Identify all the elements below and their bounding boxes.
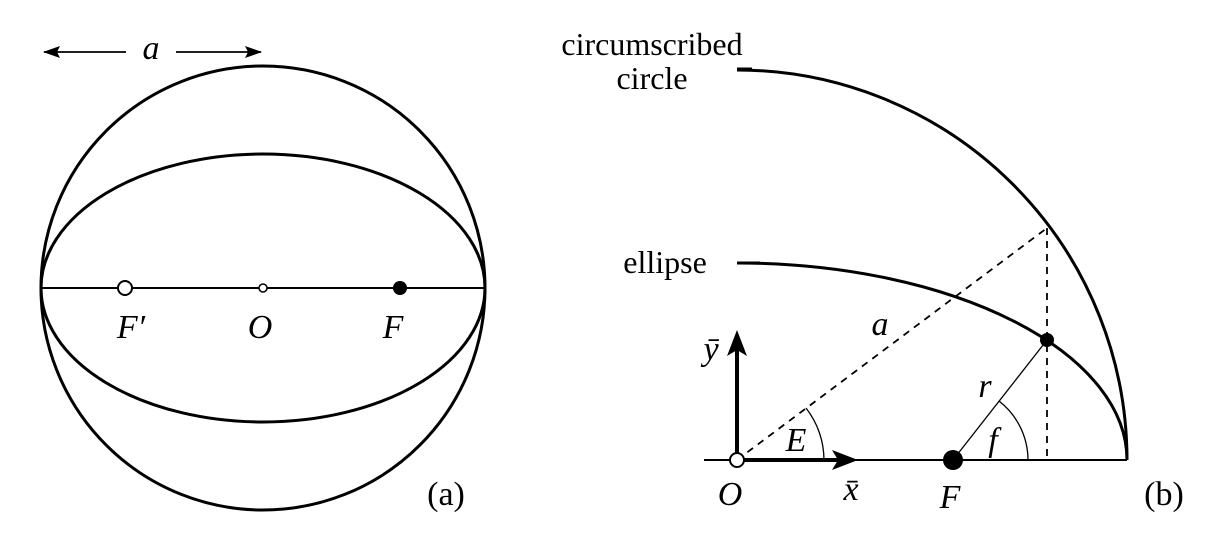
a-dimension-right-arrowhead xyxy=(245,46,262,58)
ellipse-label: ellipse xyxy=(623,244,707,280)
focus-marker-b xyxy=(943,450,963,470)
panel-b: circumscribed circle ellipse a r E f ȳ x… xyxy=(561,26,1183,516)
focus-marker xyxy=(393,281,407,295)
label-r: r xyxy=(978,368,992,405)
center-marker-b xyxy=(729,452,745,468)
label-fprime: F′ xyxy=(116,309,146,346)
label-o-a: O xyxy=(248,309,273,346)
circle-label-line1: circumscribed xyxy=(561,26,742,62)
label-e: E xyxy=(785,422,807,459)
a-dimension-left-arrowhead xyxy=(43,46,60,58)
label-a-b: a xyxy=(872,306,889,343)
a-dimension-label: a xyxy=(143,30,160,67)
planet-marker xyxy=(1040,333,1054,347)
label-ybar: ȳ xyxy=(700,331,719,368)
y-axis-arrowhead xyxy=(727,330,747,356)
label-f-b: F xyxy=(939,479,962,516)
caption-a: (a) xyxy=(427,476,465,513)
label-f-a: F xyxy=(382,309,405,346)
x-axis-arrowhead xyxy=(832,450,858,470)
angle-e-arc xyxy=(805,407,825,461)
angle-f-arc xyxy=(998,400,1029,461)
radius-r-line xyxy=(952,339,1048,461)
caption-b: (b) xyxy=(1144,476,1184,513)
label-o-b: O xyxy=(718,476,743,513)
label-f-angle: f xyxy=(988,422,1002,459)
empty-focus-marker xyxy=(117,280,133,296)
circumscribed-circle-arc xyxy=(736,68,1129,461)
ellipse-arc xyxy=(736,261,1129,461)
circle-label-line2: circle xyxy=(616,60,687,96)
panel-a: a F′ O F (a) xyxy=(39,30,487,513)
label-xbar: x̄ xyxy=(842,471,858,508)
radius-a-dashed xyxy=(736,227,1048,461)
center-marker xyxy=(258,283,268,293)
